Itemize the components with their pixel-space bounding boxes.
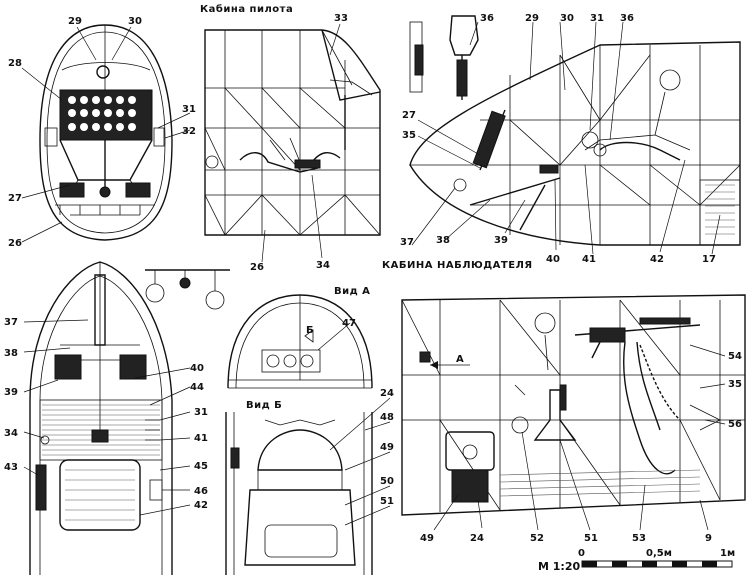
gunner-cabin-side-view: А 54 35 56 49 24 52 51 53 9: [401, 294, 746, 544]
callout-40: 40: [546, 254, 560, 265]
machine-gun-body: [589, 327, 626, 343]
pilot-cabin-side-view: Кабина пилота 33 26 34: [200, 3, 381, 273]
callout-46: 46: [194, 486, 208, 497]
callout-42-plan: 42: [194, 500, 208, 511]
callout-38-plan: 38: [4, 348, 18, 359]
callout-24-view-b: 24: [380, 388, 394, 399]
callout-32: 32: [182, 126, 196, 137]
callout-27: 27: [8, 193, 22, 204]
arrow-b-label: Б: [306, 325, 314, 336]
view-b: Вид Б 24 48 49 50 51: [225, 388, 394, 575]
gunner-head-icon: [534, 312, 556, 334]
scale-tick-0: 0: [578, 548, 585, 559]
callout-52: 52: [530, 533, 544, 544]
callout-36-right: 36: [620, 13, 634, 24]
view-a: Вид А 47 Б: [227, 286, 373, 389]
callout-28: 28: [8, 58, 22, 69]
cockpit-plan-view: 37 38 39 34 43 40 44 31 41 45 46 42: [4, 261, 230, 575]
callout-51-view-b: 51: [380, 496, 394, 507]
plan-left-pedal: [54, 354, 82, 380]
callout-31-plan: 31: [194, 407, 208, 418]
pilot-cabin-front-view: 29 30 28 31 32 27 26: [8, 16, 196, 249]
callout-45: 45: [194, 461, 208, 472]
callout-24-gunner: 24: [470, 533, 484, 544]
callout-26: 26: [8, 238, 22, 249]
callout-53: 53: [632, 533, 646, 544]
pilot-seat-spring: [294, 159, 321, 169]
callout-37: 37: [400, 237, 414, 248]
callout-33: 33: [334, 13, 348, 24]
seat-support-51: [533, 389, 577, 441]
view-b-title: Вид Б: [246, 400, 282, 411]
arrow-a-label: А: [456, 354, 464, 365]
view-a-instrument-box: [261, 349, 321, 373]
wheel-icon: [205, 155, 219, 169]
scale-tick-1: 1м: [720, 548, 735, 559]
callout-29-observer: 29: [525, 13, 539, 24]
view-a-title: Вид А: [334, 286, 370, 297]
callout-43: 43: [4, 462, 18, 473]
scale-bar: М 1:20 0 0,5м 1м: [538, 548, 735, 573]
callout-36-top: 36: [480, 13, 494, 24]
compass-icon: [96, 65, 110, 79]
callout-44: 44: [190, 382, 204, 393]
callout-48: 48: [380, 412, 394, 423]
observer-cabin-side-view: 36 29 30 31 36 27 35 37 38 39 40 41 42 1…: [400, 13, 741, 265]
callout-50: 50: [380, 476, 394, 487]
control-stick-base: [99, 186, 111, 198]
callout-17: 17: [702, 254, 716, 265]
callout-42: 42: [650, 254, 664, 265]
callout-39: 39: [494, 235, 508, 246]
callout-27-observer: 27: [402, 110, 416, 121]
callout-26-side: 26: [250, 262, 264, 273]
radio-box: [451, 469, 489, 503]
callout-47: 47: [342, 318, 356, 329]
callout-56: 56: [728, 419, 742, 430]
observer-seat-plan: [59, 459, 141, 531]
callout-49-view-b: 49: [380, 442, 394, 453]
callout-35-gunner: 35: [728, 379, 742, 390]
callout-31-observer: 31: [590, 13, 604, 24]
observer-cabin-title: КАБИНА НАБЛЮДАТЕЛЯ: [382, 260, 533, 271]
callout-51-gunner: 51: [584, 533, 598, 544]
callout-37-plan: 37: [4, 317, 18, 328]
callout-29: 29: [68, 16, 82, 27]
callout-34-plan: 34: [4, 428, 18, 439]
right-rudder-pedal: [125, 182, 151, 198]
plan-right-pedal: [119, 354, 147, 380]
left-rudder-pedal: [59, 182, 85, 198]
scale-tick-half: 0,5м: [646, 548, 672, 559]
callout-34: 34: [316, 260, 330, 271]
callout-54: 54: [728, 351, 742, 362]
control-yoke-detail-right: [449, 15, 479, 56]
control-stick-top: [91, 429, 109, 443]
callout-41: 41: [582, 254, 596, 265]
callout-38: 38: [436, 235, 450, 246]
callout-35: 35: [402, 130, 416, 141]
scale-label: М 1:20: [538, 560, 580, 573]
callout-39-plan: 39: [4, 387, 18, 398]
callout-30-observer: 30: [560, 13, 574, 24]
callout-30: 30: [128, 16, 142, 27]
left-console: [35, 464, 47, 511]
callout-31: 31: [182, 104, 196, 115]
callout-49-gunner: 49: [420, 533, 434, 544]
callout-40-plan: 40: [190, 363, 204, 374]
callout-9: 9: [705, 533, 712, 544]
observer-head-icon: [659, 69, 681, 91]
callout-41-plan: 41: [194, 433, 208, 444]
pilot-cabin-title: Кабина пилота: [200, 3, 293, 15]
view-b-seat: [244, 489, 356, 566]
oxygen-cylinder: [472, 110, 506, 169]
